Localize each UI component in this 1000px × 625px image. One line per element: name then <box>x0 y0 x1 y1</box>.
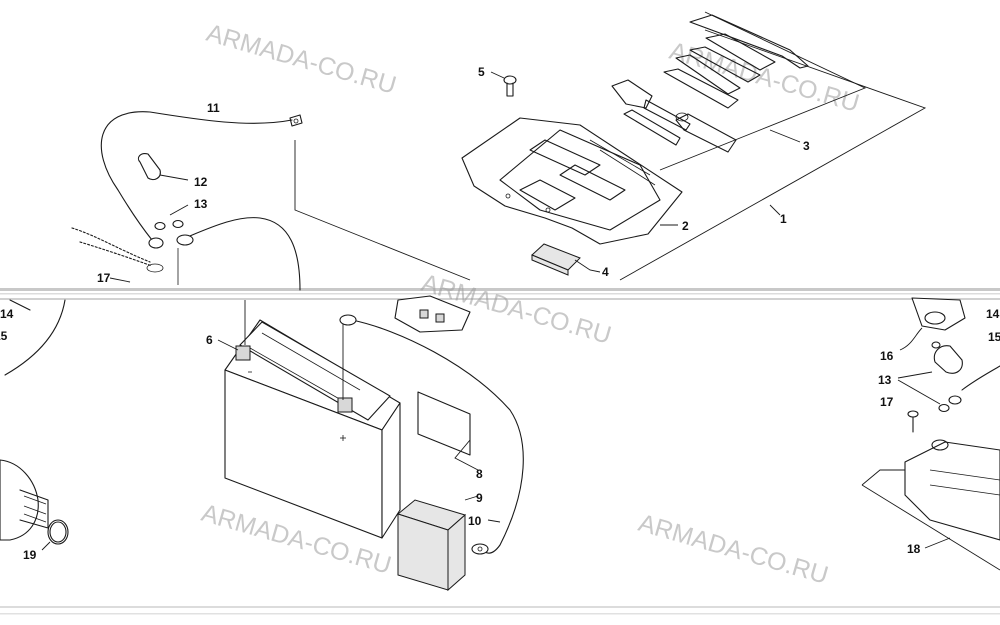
callout-11: 11 <box>207 101 220 115</box>
tool-set <box>611 14 809 153</box>
cable-10 <box>339 314 524 555</box>
callout-numbers: 1 2 3 4 5 6 8 9 10 11 12 13 13 14 14 15 … <box>0 65 1000 562</box>
callout-9: 9 <box>476 491 483 505</box>
callout-13a: 13 <box>194 197 208 211</box>
cable-left-ground <box>71 217 301 291</box>
callout-13b: 13 <box>878 373 892 387</box>
callout-1: 1 <box>780 212 787 226</box>
foam-pad-4 <box>531 243 581 276</box>
callout-8: 8 <box>476 467 483 481</box>
terminal-cover <box>394 295 471 333</box>
screw-5 <box>490 71 517 97</box>
callout-19: 19 <box>23 548 37 562</box>
callout-14b: 14 <box>986 307 1000 321</box>
watermark-text: ARMADA-CO.RU <box>635 509 831 590</box>
callout-15b: 15 <box>988 330 1000 344</box>
callout-18: 18 <box>907 542 921 556</box>
tool-tray <box>461 117 683 245</box>
callout-5: 5 <box>478 65 485 79</box>
callout-3: 3 <box>803 139 810 153</box>
callout-14a: 14 <box>0 307 14 321</box>
callout-12: 12 <box>194 175 208 189</box>
cable-to-starter-left <box>4 299 66 376</box>
callout-6: 6 <box>206 333 213 347</box>
assembly-leader-lines <box>294 129 801 281</box>
starter-motor-left <box>0 459 69 551</box>
tool-kit-bracket <box>619 11 927 281</box>
callout-15a: 15 <box>0 329 8 343</box>
watermark-text: ARMADA-CO.RU <box>203 19 399 100</box>
callout-17a: 17 <box>97 271 111 285</box>
terminal-boot-12 <box>137 153 189 181</box>
callout-16: 16 <box>880 349 894 363</box>
callout-4: 4 <box>602 265 609 279</box>
label-8 <box>417 391 479 471</box>
battery-6 <box>217 300 401 539</box>
cable-11 <box>100 111 303 249</box>
nut-13-left <box>154 204 189 231</box>
scan-artifact-band <box>0 288 1000 615</box>
callout-10: 10 <box>468 514 482 528</box>
callout-2: 2 <box>682 219 689 233</box>
right-starter-group <box>861 297 1000 571</box>
callout-17b: 17 <box>880 395 894 409</box>
foam-block-9 <box>396 495 479 592</box>
